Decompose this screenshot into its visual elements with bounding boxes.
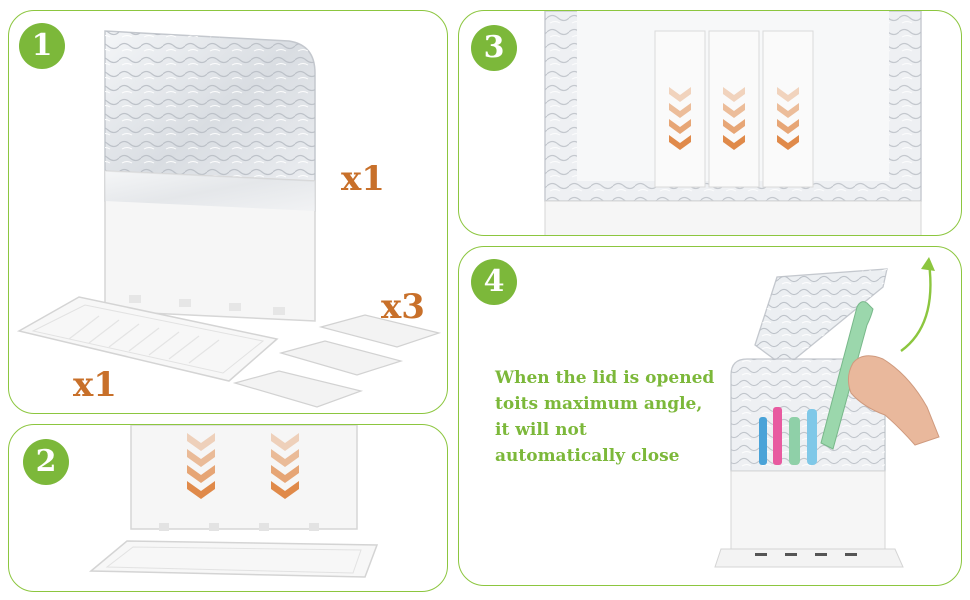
holder-body-illustration	[16, 30, 442, 408]
dividers-inserted-illustration	[544, 11, 922, 235]
step-number-badge: 2	[23, 439, 69, 485]
step-number-badge: 1	[19, 23, 65, 69]
caption-line: toits maximum angle,	[495, 394, 703, 414]
base-into-tray-illustration	[88, 425, 379, 578]
step-number-badge: 4	[471, 259, 517, 305]
caption-line: When the lid is opened	[495, 368, 715, 388]
divider-quantity: x3	[381, 287, 425, 327]
step-1-panel: 1 x1 x3 x1	[8, 10, 448, 414]
lid-open-caption: When the lid is opened toits maximum ang…	[495, 365, 714, 469]
lid-box-quantity: x1	[341, 159, 385, 199]
step-number-badge: 3	[471, 25, 517, 71]
step-2-panel: 2	[8, 424, 448, 592]
caption-line: it will not	[495, 420, 587, 440]
caption-line: automatically close	[495, 446, 680, 466]
tray-quantity: x1	[73, 365, 117, 405]
step-4-panel: 4 When the lid is opened toits maximum a…	[458, 246, 962, 586]
step-3-panel: 3	[458, 10, 962, 236]
open-lid-holder-illustration	[714, 257, 940, 568]
